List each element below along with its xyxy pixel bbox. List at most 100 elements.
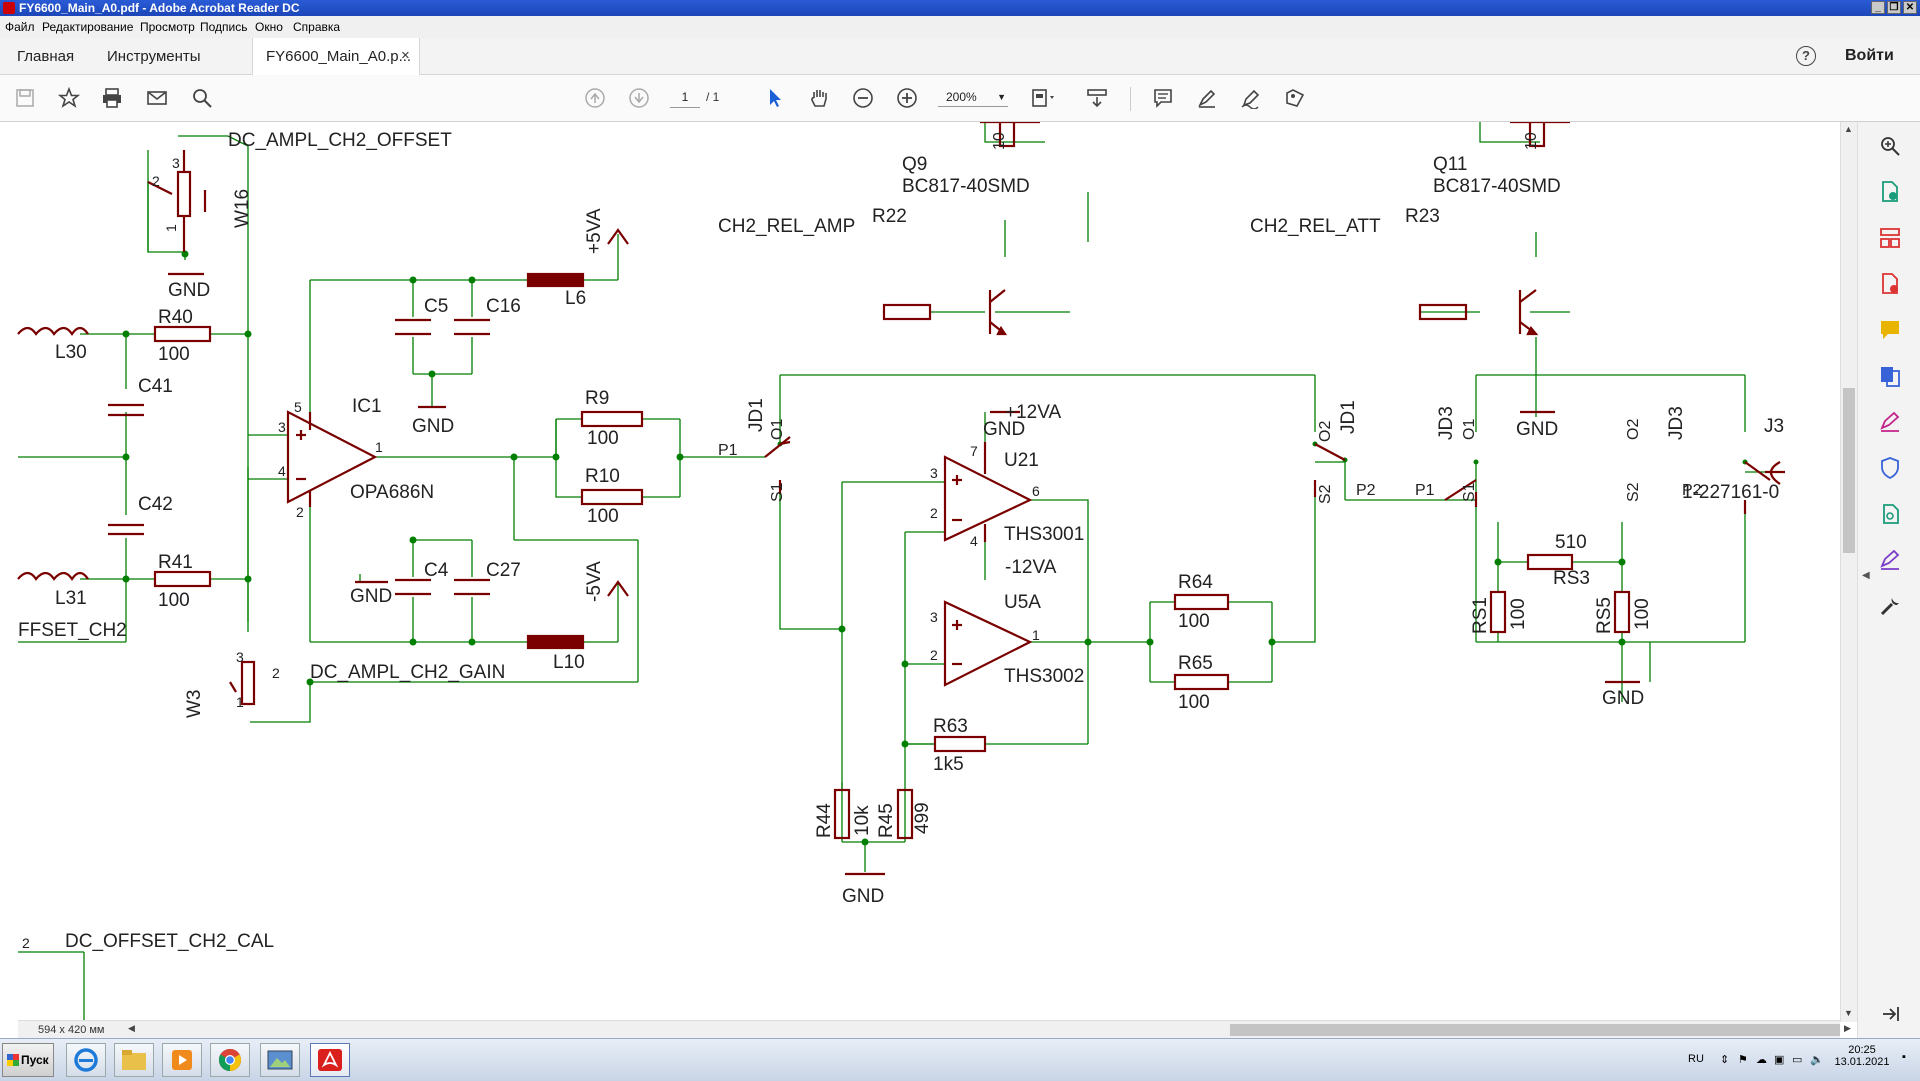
scroll-mode-icon[interactable] <box>1084 85 1110 111</box>
acrobat-taskbar-icon[interactable] <box>310 1043 350 1077</box>
edit-sign-icon[interactable] <box>1878 548 1902 572</box>
label-bc817-a: BC817-40SMD <box>902 176 1030 197</box>
page-number-input[interactable]: 1 <box>670 87 700 108</box>
tab-close-icon[interactable]: × <box>401 47 410 64</box>
next-page-icon[interactable] <box>626 85 652 111</box>
collapse-pane-icon[interactable]: ◀ <box>1862 570 1870 581</box>
save-icon[interactable] <box>12 85 38 111</box>
page-fit-icon[interactable] <box>1030 85 1056 111</box>
scroll-up-icon[interactable]: ▲ <box>1844 124 1853 134</box>
volume-tray-icon[interactable]: 🔈 <box>1810 1054 1824 1066</box>
tab-tools[interactable]: Инструменты <box>107 48 201 65</box>
send-track-icon[interactable] <box>1878 502 1902 526</box>
help-icon[interactable]: ? <box>1796 46 1816 66</box>
menu-view[interactable]: Просмотр <box>140 20 195 34</box>
label-ths3002: THS3002 <box>1004 666 1084 687</box>
network-tray-icon[interactable]: ☁ <box>1756 1054 1767 1066</box>
tools-wrench-icon[interactable] <box>1878 594 1902 618</box>
expand-pane-icon[interactable] <box>1878 1002 1902 1026</box>
document-canvas[interactable]: DC_AMPL_CH2_OFFSET W16 GND R40 100 L30 C… <box>0 122 1840 1022</box>
zoom-out-icon[interactable] <box>850 85 876 111</box>
signin-button[interactable]: Войти <box>1845 47 1894 64</box>
create-pdf-icon[interactable] <box>1878 272 1902 296</box>
label-l6: L6 <box>565 288 586 309</box>
file-explorer-icon[interactable] <box>114 1043 154 1077</box>
hand-tool-icon[interactable] <box>806 85 832 111</box>
label-rs3-value: 510 <box>1555 532 1587 553</box>
svg-text:1: 1 <box>375 439 383 455</box>
vertical-scroll-thumb[interactable] <box>1843 388 1855 553</box>
label-q11-res-10: 10 <box>1523 132 1540 150</box>
action-center-flag-icon[interactable]: ⚑ <box>1738 1054 1748 1066</box>
internet-explorer-icon[interactable] <box>66 1043 106 1077</box>
close-window-button[interactable]: ✕ <box>1903 1 1917 14</box>
combine-files-icon[interactable] <box>1878 364 1902 388</box>
label-s1-b: S1 <box>1461 482 1478 502</box>
menu-window[interactable]: Окно <box>255 20 283 34</box>
media-player-icon[interactable] <box>162 1043 202 1077</box>
fill-and-sign-icon[interactable] <box>1878 410 1902 434</box>
label-jd3-a: JD3 <box>1436 406 1457 440</box>
tray-expand-icon[interactable]: ⇕ <box>1720 1054 1730 1066</box>
sign-icon[interactable] <box>1238 85 1264 111</box>
label-dc-ampl-ch2-gain: DC_AMPL_CH2_GAIN <box>310 662 505 683</box>
menu-sign[interactable]: Подпись <box>200 20 248 34</box>
search-icon[interactable] <box>189 85 215 111</box>
schematic-labels: DC_AMPL_CH2_OFFSET W16 GND R40 100 L30 C… <box>18 130 1784 952</box>
tab-home[interactable]: Главная <box>17 48 75 65</box>
select-tool-icon[interactable] <box>762 85 788 111</box>
display-tray-icon[interactable]: ▣ <box>1774 1054 1785 1066</box>
label-s2-a: S2 <box>1317 484 1334 504</box>
label-c41: C41 <box>138 376 173 397</box>
label-ch2-rel-amp: CH2_REL_AMP <box>718 216 855 237</box>
power-tray-icon[interactable]: ▭ <box>1792 1054 1803 1066</box>
tab-document[interactable]: FY6600_Main_A0.p... × <box>252 38 420 75</box>
zoom-select[interactable]: 200% ▼ <box>938 87 1008 107</box>
menu-file[interactable]: Файл <box>5 20 35 34</box>
menu-edit[interactable]: Редактирование <box>42 20 134 34</box>
zoom-magnify-icon[interactable] <box>1878 134 1902 158</box>
chevron-down-icon: ▼ <box>997 92 1006 102</box>
label-gnd-1: GND <box>168 280 210 301</box>
protect-shield-icon[interactable] <box>1878 456 1902 480</box>
label-j3-part: 1-227161-0 <box>1682 482 1779 503</box>
horizontal-scrollbar[interactable]: 594 x 420 мм ◀ ▶ <box>18 1020 1851 1039</box>
label-plus5va: +5VA <box>584 208 605 254</box>
label-l31: L31 <box>55 588 87 609</box>
horizontal-scroll-thumb[interactable] <box>1230 1024 1840 1036</box>
start-button[interactable]: Пуск <box>2 1043 54 1077</box>
scroll-right-icon[interactable]: ▶ <box>1844 1023 1851 1033</box>
label-o1-b: O1 <box>1461 419 1478 440</box>
keyboard-language-indicator[interactable]: RU <box>1688 1053 1704 1065</box>
zoom-value: 200% <box>946 90 977 104</box>
chrome-icon[interactable] <box>210 1043 250 1077</box>
zoom-in-icon[interactable] <box>894 85 920 111</box>
label-r40-value: 100 <box>158 344 190 365</box>
highlight-pen-icon[interactable] <box>1194 85 1220 111</box>
system-clock[interactable]: 20:25 13.01.2021 <box>1822 1044 1902 1068</box>
scroll-left-icon[interactable]: ◀ <box>128 1023 135 1033</box>
comment-icon[interactable] <box>1150 85 1176 111</box>
windows-taskbar: Пуск RU ⇕ ⚑ ☁ ▣ ▭ 🔈 20:25 13.01.2021 ▪ <box>0 1038 1920 1081</box>
scroll-down-icon[interactable]: ▼ <box>1844 1008 1853 1018</box>
fill-sign-icon[interactable] <box>1282 85 1308 111</box>
export-pdf-icon[interactable] <box>1878 180 1902 204</box>
svg-text:3: 3 <box>236 649 244 665</box>
menu-help[interactable]: Справка <box>293 20 341 34</box>
print-icon[interactable] <box>99 85 125 111</box>
prev-page-icon[interactable] <box>582 85 608 111</box>
wires <box>18 122 1780 1022</box>
label-gnd-3: GND <box>350 586 392 607</box>
image-viewer-icon[interactable] <box>260 1043 300 1077</box>
organize-pages-icon[interactable] <box>1878 226 1902 250</box>
svg-text:1: 1 <box>1032 627 1040 643</box>
minimize-button[interactable]: _ <box>1871 1 1885 14</box>
comment-sticky-icon[interactable] <box>1878 318 1902 342</box>
label-o2-a: O2 <box>1317 421 1334 442</box>
email-icon[interactable] <box>144 85 170 111</box>
restore-button[interactable]: ❐ <box>1887 1 1901 14</box>
bookmark-star-icon[interactable] <box>56 85 82 111</box>
label-p2-a: P2 <box>1356 482 1376 499</box>
show-desktop-icon[interactable]: ▪ <box>1902 1051 1906 1063</box>
vertical-scrollbar[interactable]: ▲ ▼ <box>1840 122 1858 1022</box>
